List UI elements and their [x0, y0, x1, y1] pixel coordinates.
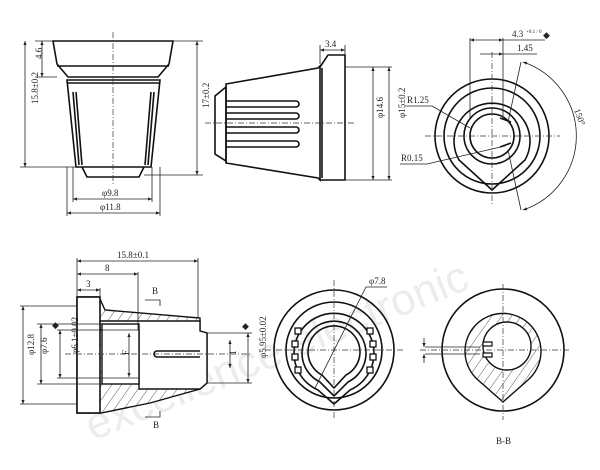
dim-outer-dia: φ15±0.2 [397, 88, 407, 118]
dim-cap-width: 3.4 [325, 39, 337, 49]
top-view: 150° 4.3 +0.1 / 0 ◆ 1.45 R1.25 R0.15 [400, 29, 588, 211]
dim-section-length: 15.8±0.1 [117, 250, 149, 260]
dim-side-height: 17±0.2 [201, 83, 211, 108]
section-mark-bottom: B [153, 420, 159, 430]
dim-front-outer-dia: φ11.8 [100, 202, 121, 212]
radius-label-1: R1.25 [407, 95, 429, 105]
side-view: 3.4 φ14.6 φ15±0.2 [205, 39, 407, 182]
datum-diamond-icon: ◆ [543, 30, 550, 40]
radius-label-2: R0.15 [401, 153, 423, 163]
dim-cap-dia: φ14.6 [375, 97, 385, 118]
dim-front-top-height: 4.6 [34, 47, 44, 59]
bottom-ribs [291, 327, 377, 374]
dim-front-total-height: 15.8±0.2 [30, 72, 40, 104]
inner-label: F [121, 350, 131, 355]
dim-bottom-dia: φ7.8 [369, 276, 386, 286]
dim-section-depth: 8 [105, 263, 110, 273]
dim-flat-width-tol: +0.1 / 0 [526, 30, 542, 35]
datum-diamond-icon: ◆ [242, 321, 249, 331]
dim-front-inner-dia: φ9.8 [102, 188, 119, 198]
dim-flat-width: 4.3 [512, 29, 524, 39]
section-bb-label: B-B [496, 436, 511, 446]
front-view: 4.6 15.8±0.2 17±0.2 φ9.8 φ11.8 [20, 32, 211, 216]
side-ribs [226, 100, 300, 148]
dim-flange-width: 3 [86, 279, 91, 289]
bottom-view: φ7.8 [265, 276, 405, 420]
dim-offset: 1.45 [517, 43, 533, 53]
section-view: 15.8±0.1 8 3 B B φ12.8 φ7.6 φ6.1±0.02 ◆ … [20, 250, 268, 430]
front-body [66, 79, 161, 168]
dim-bore-dia: φ7.6 [39, 337, 49, 354]
dim-flange-dia: φ12.8 [26, 334, 36, 355]
slot-label: 1 [228, 351, 238, 356]
datum-diamond-icon: ◆ [52, 320, 59, 330]
section-bb-view: B-B [420, 284, 570, 446]
dim-end-dia: φ5.95±0.02 [258, 316, 268, 358]
dim-shaft-dia: φ6.1±0.02 [70, 317, 80, 354]
section-mark-top: B [152, 286, 158, 296]
